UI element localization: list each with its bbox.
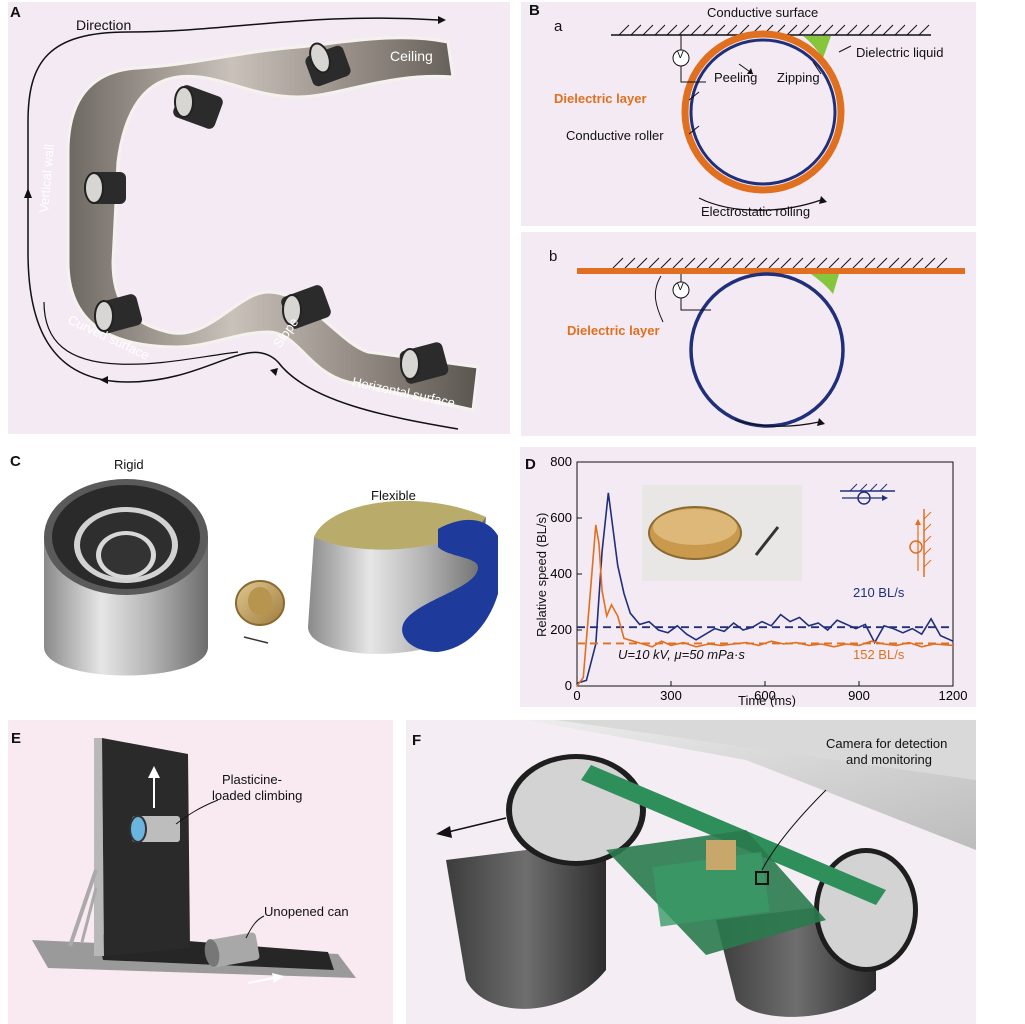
panel-d: D 0 300 600 900 1200 0 200 400 600 800 U=10 kV, μ… bbox=[520, 447, 976, 707]
dielectric-layer-strip bbox=[577, 268, 965, 274]
panel-c-photo bbox=[44, 479, 498, 676]
blue-mean-label: 210 BL/s bbox=[853, 585, 905, 600]
y-tick-label: 200 bbox=[550, 622, 572, 637]
conductive-roller-label: Conductive roller bbox=[566, 128, 664, 143]
ceiling-label: Ceiling bbox=[390, 48, 433, 64]
icon-ceiling-roller bbox=[840, 483, 895, 505]
y-axis-title: Relative speed (BL/s) bbox=[534, 512, 549, 637]
panel-a-illustration bbox=[24, 16, 480, 430]
y-tick-label: 800 bbox=[550, 454, 572, 469]
dielectric-layer-ring bbox=[681, 30, 845, 194]
dielectric-layer-label-b: Dielectric layer bbox=[567, 323, 660, 338]
panel-a: A bbox=[8, 2, 510, 434]
coin-inset-photo bbox=[642, 485, 802, 581]
direction-label: Direction bbox=[76, 17, 132, 33]
plasticine-label-1: Plasticine- bbox=[222, 772, 282, 787]
series-line-0 bbox=[576, 492, 954, 684]
panel-b-b-diagram bbox=[577, 257, 965, 428]
zipping-label: Zipping bbox=[777, 70, 820, 85]
conductive-roller-circle bbox=[689, 38, 837, 186]
voltage-symbol: V bbox=[677, 50, 684, 61]
panel-e-illustration bbox=[32, 738, 356, 984]
roller-wall bbox=[84, 172, 126, 204]
roller-upper bbox=[173, 85, 223, 129]
chart-annotation: U=10 kV, μ=50 mPa·s bbox=[618, 647, 745, 662]
y-tick-label: 400 bbox=[550, 566, 572, 581]
flexible-roller bbox=[308, 500, 498, 654]
panel-f-label: F bbox=[412, 732, 422, 749]
speed-chart: 0 300 600 900 1200 0 200 400 600 800 bbox=[550, 454, 968, 703]
panel-b-sub-b: b bbox=[549, 248, 558, 265]
dielectric-liquid-shape bbox=[803, 36, 831, 58]
panel-d-label: D bbox=[525, 456, 536, 473]
conductive-surface-label: Conductive surface bbox=[707, 5, 819, 20]
robot-frame bbox=[581, 765, 886, 955]
rigid-label: Rigid bbox=[114, 457, 144, 472]
dielectric-layer-label: Dielectric layer bbox=[554, 91, 647, 106]
roller-circle-b bbox=[689, 272, 845, 428]
unopened-can-shape bbox=[204, 932, 260, 968]
peeling-label: Peeling bbox=[714, 70, 758, 85]
x-tick-label: 300 bbox=[660, 688, 682, 703]
panel-e: E Plasticine- loaded climbing Unopened c… bbox=[8, 720, 393, 1024]
voltage-symbol-b: V bbox=[677, 282, 684, 293]
x-tick-label: 0 bbox=[573, 688, 580, 703]
x-axis-title: Time (ms) bbox=[738, 693, 797, 707]
panel-f: F Came bbox=[406, 720, 976, 1024]
camera-label-2: and monitoring bbox=[846, 752, 932, 767]
camera-module bbox=[755, 871, 769, 885]
panel-b-sub-a: a bbox=[554, 18, 563, 35]
series-line-1 bbox=[576, 524, 954, 687]
y-tick-label: 0 bbox=[565, 678, 572, 693]
rigid-rollers bbox=[44, 479, 208, 676]
unopened-can-label: Unopened can bbox=[264, 904, 349, 919]
mini-roller bbox=[243, 636, 269, 644]
orange-mean-label: 152 BL/s bbox=[853, 647, 905, 662]
panel-c: C Rigid bbox=[8, 447, 498, 701]
panel-b-a-diagram bbox=[611, 24, 931, 211]
flexible-label: Flexible bbox=[371, 488, 416, 503]
panel-c-label: C bbox=[10, 453, 21, 470]
direction-path bbox=[27, 17, 459, 430]
panel-a-label: A bbox=[10, 4, 21, 21]
panel-f-illustration bbox=[436, 720, 976, 1017]
roller-slope bbox=[281, 285, 331, 329]
y-tick-label: 600 bbox=[550, 510, 572, 525]
electrostatic-rolling-label: Electrostatic rolling bbox=[701, 204, 811, 219]
roller-ceiling bbox=[305, 42, 351, 87]
roller-curve bbox=[94, 294, 143, 334]
dielectric-liquid-label: Dielectric liquid bbox=[856, 45, 944, 60]
panel-b-b: b V Dielectric layer bbox=[521, 232, 976, 436]
camera-label-1: Camera for detection bbox=[826, 736, 948, 751]
plasticine-label-2: loaded climbing bbox=[212, 788, 303, 803]
x-tick-label: 1200 bbox=[939, 688, 968, 703]
roller-horizontal bbox=[399, 342, 449, 384]
vertical-wall-plate bbox=[102, 738, 190, 956]
panel-b-label: B bbox=[529, 2, 540, 19]
coin bbox=[235, 580, 285, 626]
x-tick-label: 600 bbox=[754, 688, 776, 703]
voltage-source bbox=[672, 49, 690, 67]
panel-b: B a Conductive surface Dielectric liquid… bbox=[521, 2, 976, 226]
climbing-can bbox=[129, 815, 180, 843]
plot-frame bbox=[576, 461, 954, 687]
x-tick-label: 900 bbox=[848, 688, 870, 703]
panel-e-label: E bbox=[11, 730, 22, 747]
icon-wall-roller bbox=[909, 509, 932, 577]
